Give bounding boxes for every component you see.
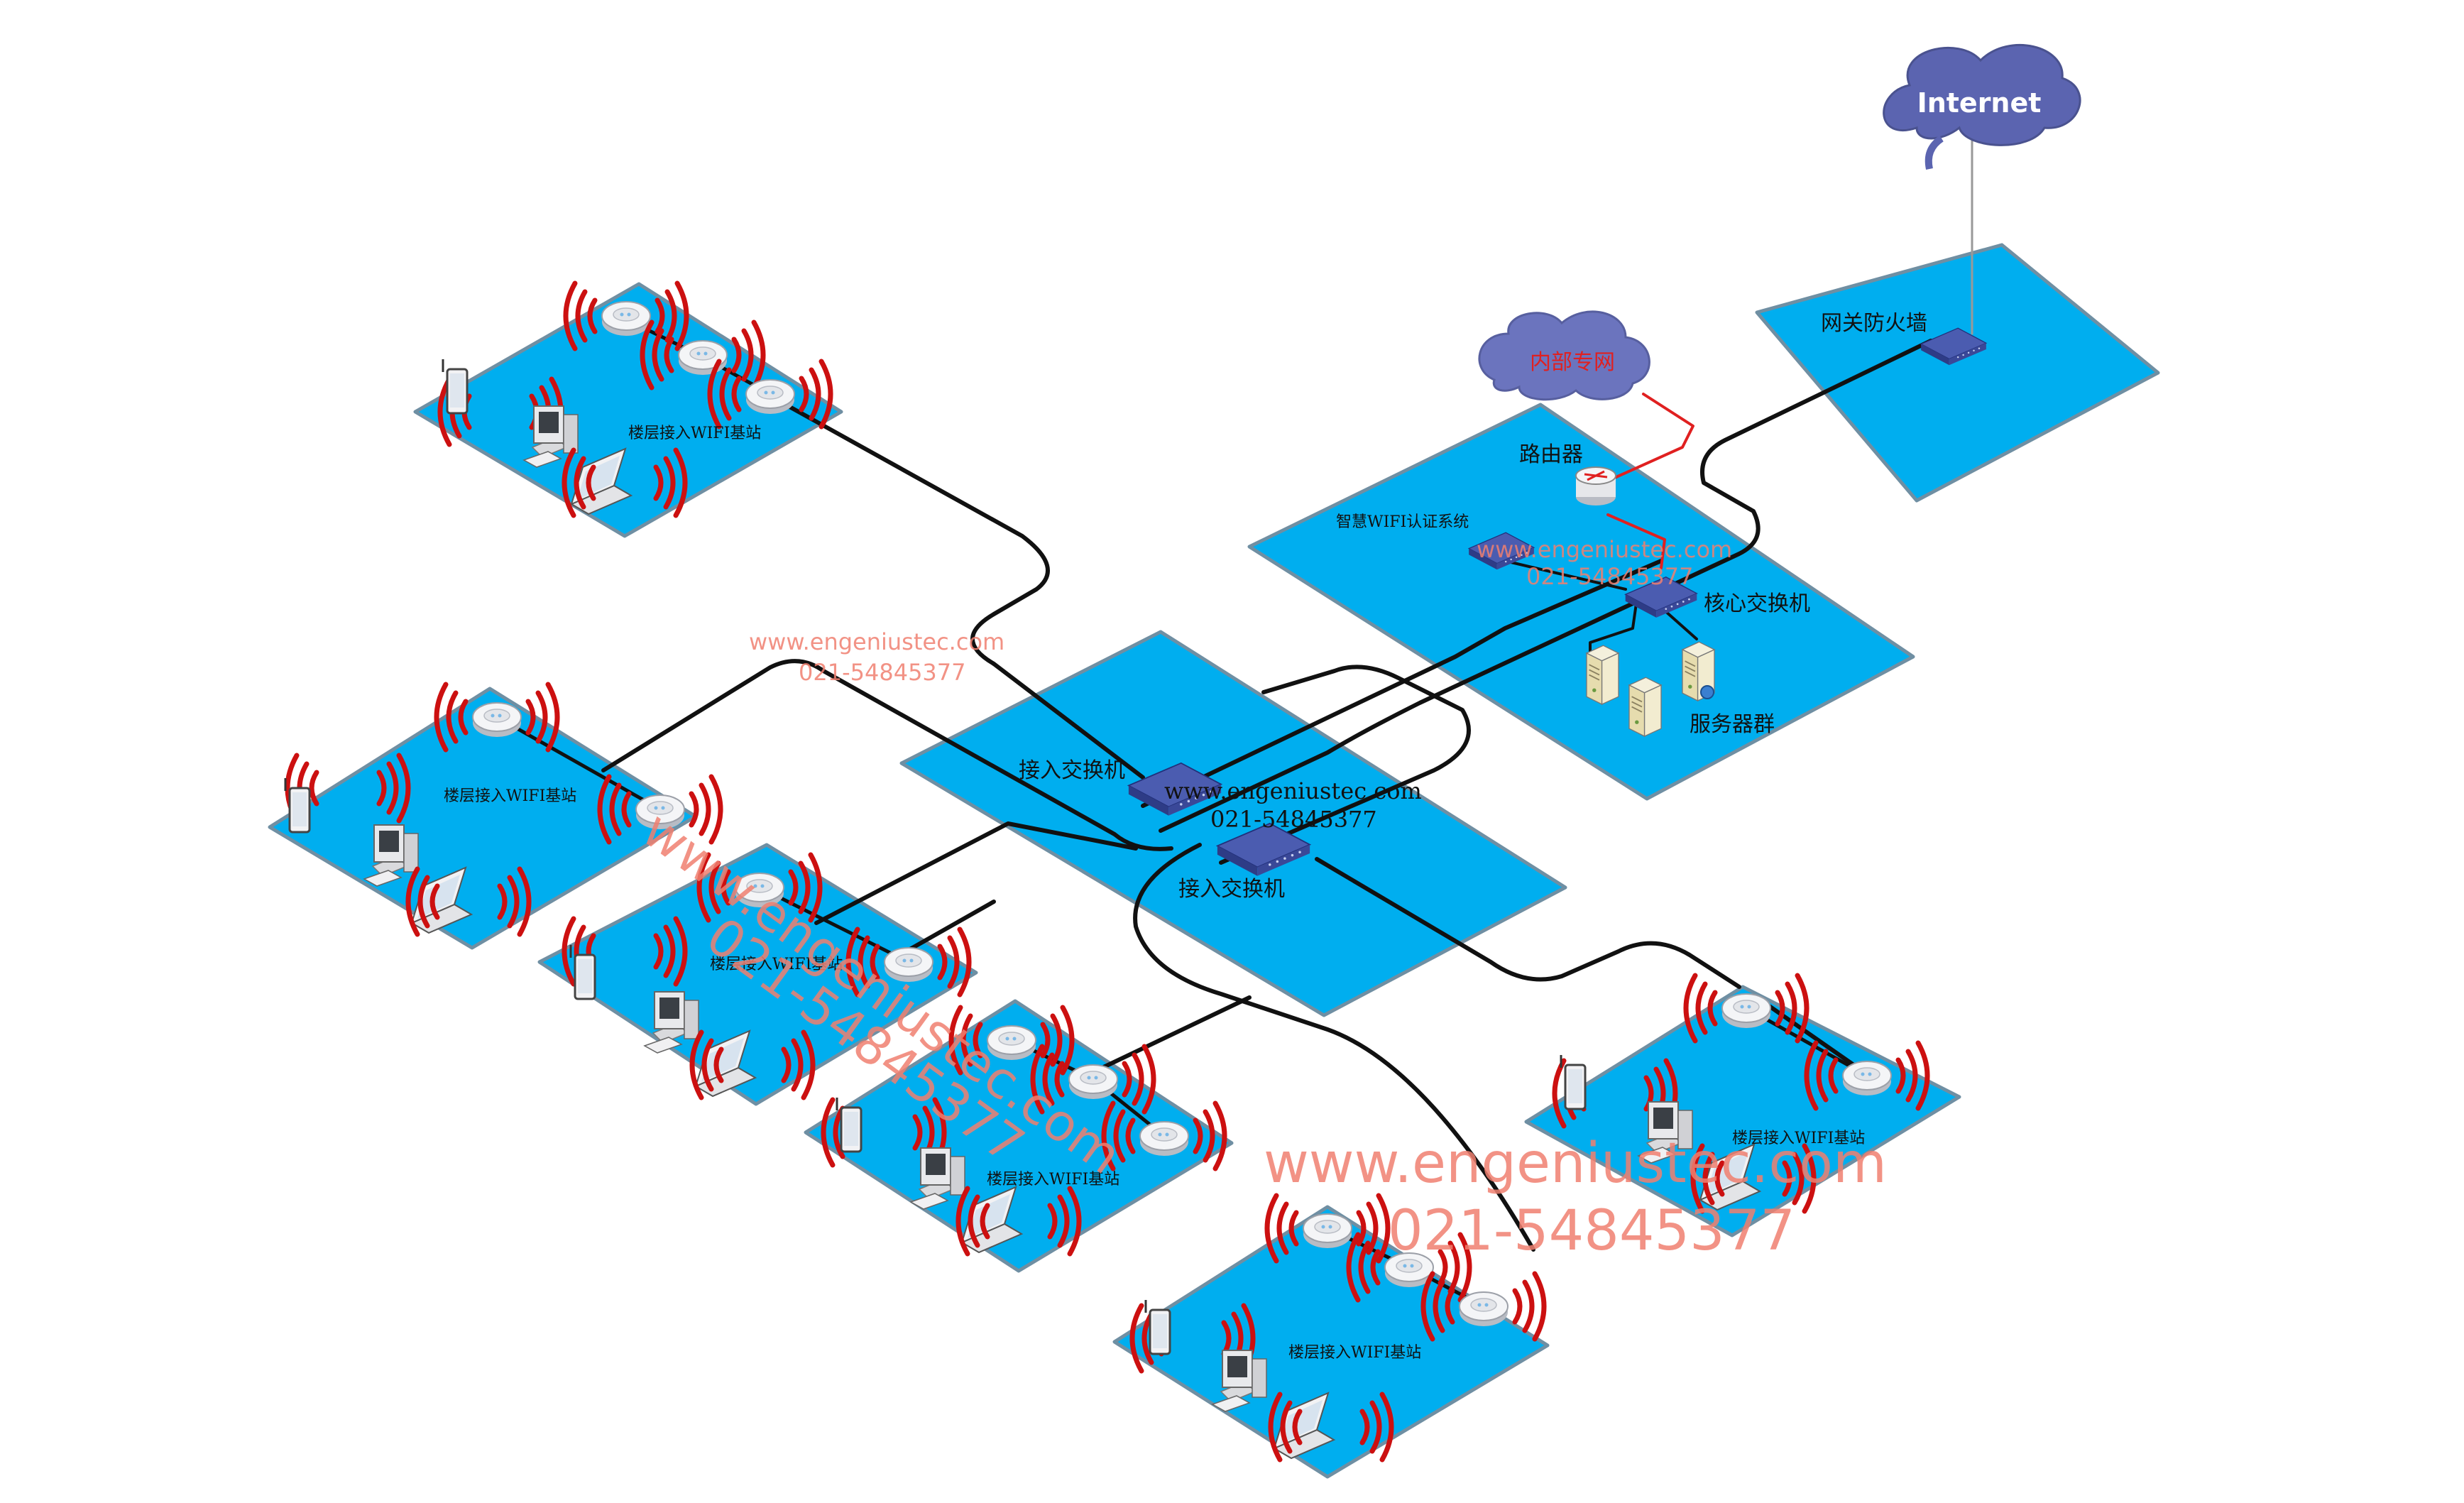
router: [1575, 466, 1616, 505]
watermark-phone-3: 021-54845377: [1210, 806, 1377, 833]
watermark-url-1: www.engeniustec.com: [749, 628, 1004, 655]
ap-group-2: 楼层接入WIFI基站: [284, 684, 721, 934]
router-core-link: [1606, 513, 1666, 569]
link-ap2: [601, 659, 1173, 851]
ap-chain-2: [495, 715, 662, 811]
router-label: 路由器: [1519, 442, 1583, 467]
ap-label-5: 楼层接入WIFI基站: [1288, 1344, 1421, 1362]
watermark-url-2: www.engeniustec.com: [1477, 536, 1732, 563]
ap-group-3: 楼层接入WIFI基站: [564, 855, 969, 1098]
ap-platform-3: [537, 843, 978, 1106]
link-ap1: [765, 392, 1145, 780]
router-intranet-link: [1610, 393, 1694, 481]
core-platform: [1247, 403, 1915, 801]
ap-label-6: 楼层接入WIFI基站: [1732, 1130, 1865, 1147]
auth-core-link: [1504, 559, 1627, 591]
intranet-cloud: 内部专网: [1478, 310, 1650, 401]
access-switch-label-1: 接入交换机: [1019, 758, 1125, 783]
watermark-url-3: www.engeniustec.com: [1164, 777, 1422, 804]
access-platform: [899, 630, 1567, 1017]
access-switch-label-2: 接入交换机: [1178, 877, 1285, 902]
server-label: 服务器群: [1690, 712, 1775, 737]
ap-chain-3: [757, 885, 911, 964]
link-ap6: [1315, 857, 1741, 989]
link-access-server: [1219, 665, 1471, 865]
watermark-url-4: www.engeniustec.com: [1264, 1132, 1887, 1196]
link-ap5: [1133, 843, 1535, 1252]
intranet-label: 内部专网: [1530, 350, 1615, 375]
ap-label-2: 楼层接入WIFI基站: [444, 787, 576, 805]
ap-label-1: 楼层接入WIFI基站: [628, 425, 761, 442]
link-access-core-2: [1141, 559, 1663, 808]
ap-group-6: 楼层接入WIFI基站: [1555, 975, 1927, 1211]
ap-platform-4: [804, 999, 1234, 1273]
link-firewall-core: [1159, 339, 1933, 833]
platforms: [268, 243, 2160, 1479]
internet-cloud: Internet: [1883, 44, 2081, 170]
firewall-platform: [1755, 243, 2160, 503]
ap-label-4: 楼层接入WIFI基站: [987, 1171, 1119, 1188]
core-server-link-2: [1663, 609, 1698, 640]
watermark-phone-2: 021-54845377: [1526, 563, 1694, 590]
ap-label-3: 楼层接入WIFI基站: [710, 956, 843, 973]
auth-label: 智慧WIFI认证系统: [1336, 513, 1469, 531]
ap-group-4: 楼层接入WIFI基站: [823, 1007, 1225, 1254]
ap-group-5: 楼层接入WIFI基站: [1132, 1196, 1544, 1460]
ap-group-1: 楼层接入WIFI基站: [440, 283, 831, 515]
core-switch-label: 核心交换机: [1704, 591, 1810, 616]
server-group: [1586, 641, 1715, 737]
watermark-phone-4: 021-54845377: [1388, 1199, 1795, 1263]
internet-label: Internet: [1917, 87, 2042, 119]
watermark-phone-1: 021-54845377: [799, 659, 966, 686]
firewall-label: 网关防火墙: [1821, 311, 1927, 336]
link-ap4: [1091, 995, 1252, 1074]
link-ap3: [814, 821, 1138, 925]
ap-platform-6: [1524, 985, 1961, 1237]
